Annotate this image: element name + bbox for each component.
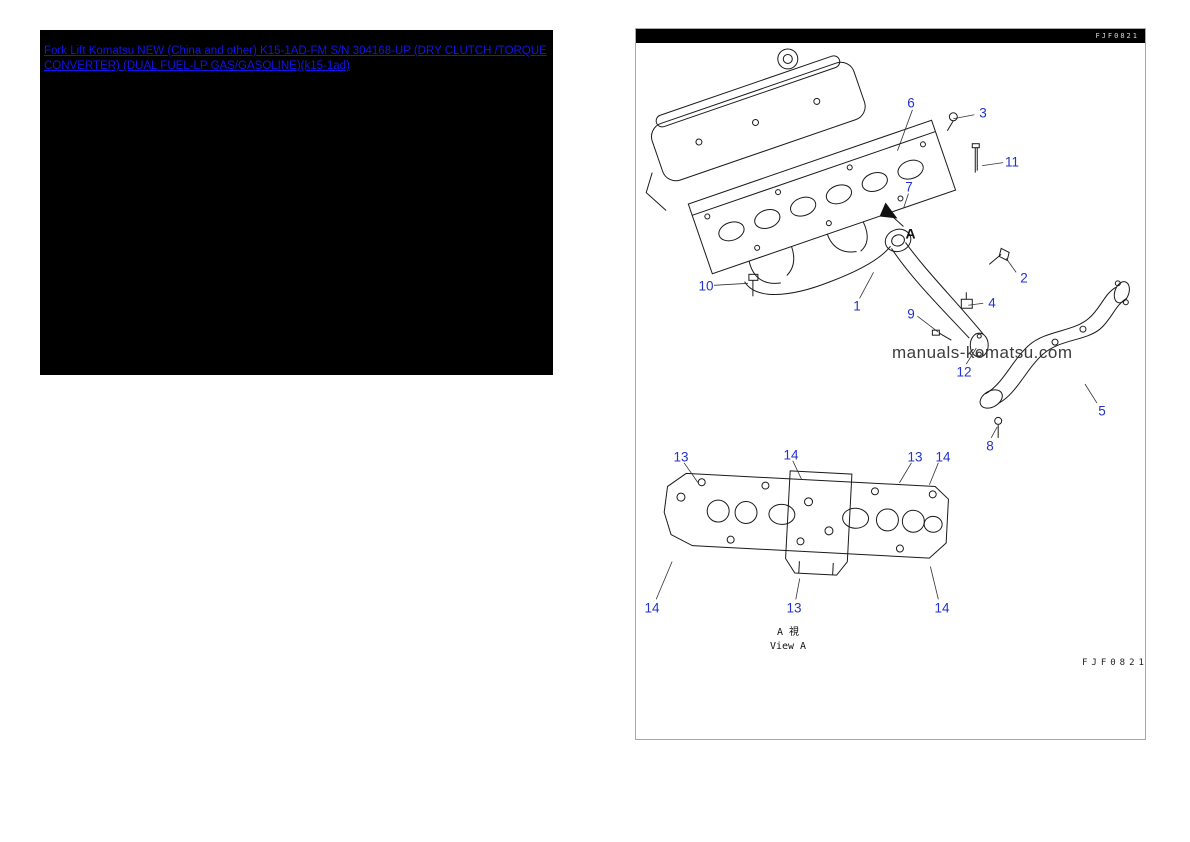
diagram-body: A manuals-komatsu.com A 視 View A FJF0821… — [636, 43, 1145, 739]
part-callout-14-13[interactable]: 14 — [783, 447, 799, 463]
part-callout-5-10[interactable]: 5 — [1098, 403, 1106, 419]
part-callout-6-0[interactable]: 6 — [907, 95, 915, 111]
part-callout-14-18[interactable]: 14 — [934, 600, 950, 616]
part-callout-14-15[interactable]: 14 — [935, 449, 951, 465]
part-callout-14-16[interactable]: 14 — [644, 600, 660, 616]
part-callout-1-6[interactable]: 1 — [853, 298, 861, 314]
model-breadcrumb-link[interactable]: Fork Lift Komatsu NEW (China and other) … — [44, 45, 547, 72]
exhaust-manifold-drawing: A — [645, 48, 1130, 600]
part-callout-11-2[interactable]: 11 — [1004, 154, 1020, 170]
diagram-titlebar: FJF0821 — [636, 29, 1145, 43]
watermark-text: manuals-komatsu.com — [892, 343, 1073, 362]
part-callout-12-9[interactable]: 12 — [956, 364, 972, 380]
part-callout-7-3[interactable]: 7 — [905, 179, 913, 195]
drawing-code-top: FJF0821 — [1095, 32, 1139, 40]
part-callout-8-11[interactable]: 8 — [986, 438, 994, 454]
view-arrow-label: A — [905, 225, 915, 241]
part-callout-10-5[interactable]: 10 — [698, 278, 714, 294]
part-callout-13-12[interactable]: 13 — [673, 449, 689, 465]
catalog-header-block: Fork Lift Komatsu NEW (China and other) … — [40, 30, 553, 375]
view-a-label: A 視 View A — [748, 626, 828, 653]
part-callout-13-14[interactable]: 13 — [907, 449, 923, 465]
part-callout-13-17[interactable]: 13 — [786, 600, 802, 616]
part-callout-2-4[interactable]: 2 — [1020, 270, 1028, 286]
drawing-code-bottom: FJF0821 — [1082, 658, 1148, 668]
view-a-label-en: View A — [769, 640, 807, 652]
view-a-label-jp: A 視 — [776, 627, 800, 638]
part-callout-3-1[interactable]: 3 — [979, 105, 987, 121]
part-callout-4-8[interactable]: 4 — [988, 295, 996, 311]
parts-diagram-panel: FJF0821 — [635, 28, 1146, 740]
part-callout-9-7[interactable]: 9 — [907, 306, 915, 322]
